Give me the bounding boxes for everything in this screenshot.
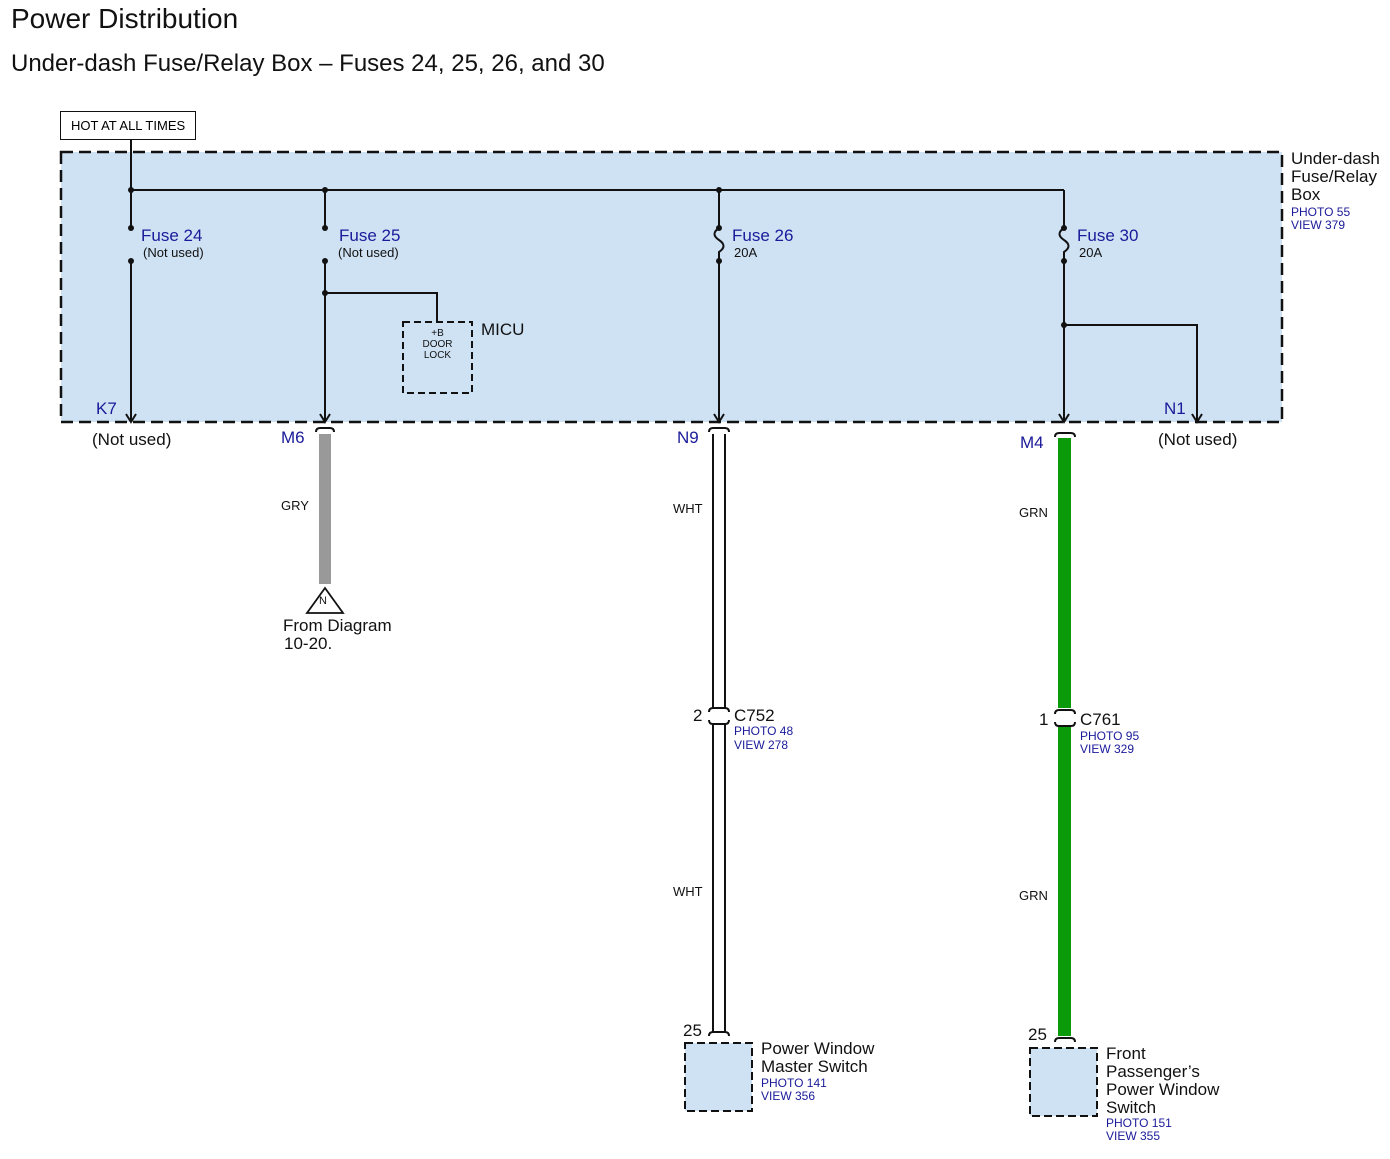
fuse-relay-box-label: Under-dash Fuse/Relay Box <box>1291 150 1380 204</box>
pw-master-line-1: Power Window <box>761 1039 875 1058</box>
pw-master-pin: 25 <box>683 1021 702 1040</box>
fuse-25-rating: (Not used) <box>338 245 399 260</box>
grn-wire-label-upper: GRN <box>1019 505 1048 520</box>
pw-front-label: Front Passenger’s Power Window Switch <box>1106 1045 1219 1117</box>
pw-front-view-ref[interactable]: VIEW 355 <box>1106 1129 1161 1143</box>
c761-view-ref[interactable]: VIEW 329 <box>1080 742 1135 756</box>
micu-label: MICU <box>481 320 525 339</box>
box-photo-ref[interactable]: PHOTO 55 <box>1291 205 1351 219</box>
c752-view-ref[interactable]: VIEW 278 <box>734 738 789 752</box>
page-title: Power Distribution <box>11 3 239 34</box>
box-name-line-3: Box <box>1291 185 1321 204</box>
c761-label: C761 <box>1080 710 1121 729</box>
micu-pin-line-3: LOCK <box>423 350 452 361</box>
box-name-line-2: Fuse/Relay <box>1291 167 1377 186</box>
pin-m4: M4 <box>1020 433 1044 452</box>
wht-wire <box>708 434 730 1037</box>
pw-front-line-4: Switch <box>1106 1098 1157 1117</box>
pw-master-view-ref[interactable]: VIEW 356 <box>761 1089 816 1103</box>
fuse-26-label: Fuse 26 <box>732 226 794 245</box>
gry-wire <box>319 434 331 584</box>
page-subtitle: Under-dash Fuse/Relay Box – Fuses 24, 25… <box>11 50 605 77</box>
pin-n9: N9 <box>677 428 699 447</box>
pin-k7: K7 <box>96 399 117 418</box>
pw-front-line-2: Passenger’s <box>1106 1062 1200 1081</box>
grn-wire <box>1054 438 1076 1043</box>
c761-photo-ref[interactable]: PHOTO 95 <box>1080 729 1140 743</box>
pw-master-label: Power Window Master Switch <box>761 1040 874 1076</box>
pw-front-box <box>1029 1047 1098 1117</box>
fuse-25-label: Fuse 25 <box>339 226 401 245</box>
fuse-30-label: Fuse 30 <box>1077 226 1139 245</box>
micu-pin-label: +B DOOR LOCK <box>404 328 471 361</box>
c752-photo-ref[interactable]: PHOTO 48 <box>734 724 794 738</box>
c752-pin: 2 <box>693 706 703 725</box>
k7-not-used: (Not used) <box>92 430 172 449</box>
pw-master-line-2: Master Switch <box>761 1057 868 1076</box>
fuse-26-symbol <box>713 190 725 424</box>
from-diagram-symbol: N <box>319 595 327 607</box>
from-diagram-triangle <box>305 586 345 614</box>
box-name-line-1: Under-dash <box>1291 149 1380 168</box>
pw-front-line-3: Power Window <box>1106 1080 1220 1099</box>
fuse-24-rating: (Not used) <box>143 245 204 260</box>
c752-label: C752 <box>734 706 775 725</box>
micu-pin-line-2: DOOR <box>422 339 453 350</box>
fuse-24-symbol <box>125 190 137 424</box>
n1-not-used: (Not used) <box>1158 430 1238 449</box>
wht-wire-label-lower: WHT <box>673 884 703 899</box>
fuse-30-rating: 20A <box>1079 245 1103 260</box>
wht-wire-label-upper: WHT <box>673 501 703 516</box>
grn-wire-label-lower: GRN <box>1019 888 1048 903</box>
micu-box <box>402 321 473 394</box>
pin-n1: N1 <box>1164 399 1186 418</box>
hot-at-all-times-label: HOT AT ALL TIMES <box>60 111 197 140</box>
fuse-24-label: Fuse 24 <box>141 226 203 245</box>
from-diagram-text: From Diagram <box>283 616 392 635</box>
box-view-ref[interactable]: VIEW 379 <box>1291 218 1346 232</box>
pw-front-pin: 25 <box>1028 1025 1047 1044</box>
pin-m6: M6 <box>281 428 305 447</box>
fuse-26-rating: 20A <box>734 245 758 260</box>
gry-wire-label: GRY <box>281 498 309 513</box>
pw-front-line-1: Front <box>1106 1044 1146 1063</box>
fuse-30-symbol <box>1058 190 1203 424</box>
fuse-25-symbol <box>319 190 438 424</box>
from-diagram-ref-link[interactable]: 10-20. <box>284 634 333 653</box>
pw-front-photo-ref[interactable]: PHOTO 151 <box>1106 1116 1172 1130</box>
pw-master-photo-ref[interactable]: PHOTO 141 <box>761 1076 827 1090</box>
pw-master-box <box>684 1042 753 1112</box>
fuse-relay-box <box>59 150 1284 424</box>
micu-pin-line-1: +B <box>431 328 444 339</box>
c761-pin: 1 <box>1039 710 1049 729</box>
